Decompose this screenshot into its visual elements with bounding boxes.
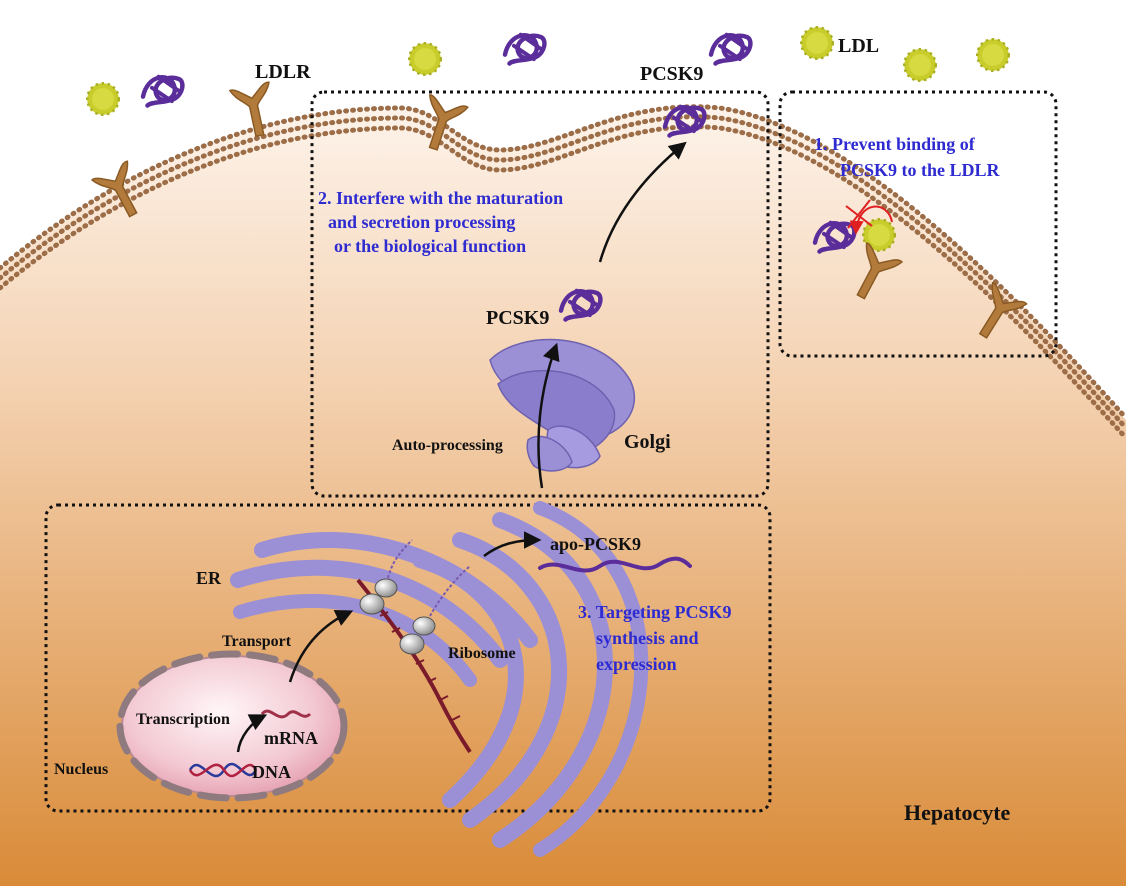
transcription-arrow [236, 714, 268, 753]
label-dna: DNA [252, 762, 291, 782]
ribosome [374, 578, 398, 598]
strategy-1-line: 1. Prevent binding of [814, 134, 976, 154]
strategy-3-line: expression [596, 654, 677, 674]
strategy-3-box [44, 503, 772, 813]
label-nucleus: Nucleus [54, 761, 108, 778]
strategy-3-text: 3. Targeting PCSK9 synthesis and express… [578, 602, 732, 674]
label-mrna: mRNA [264, 728, 318, 748]
ribosome [412, 616, 436, 636]
mrna-strand [260, 709, 312, 719]
dna-helix [188, 762, 258, 778]
translation-complex [356, 539, 472, 754]
strategy-3-line: 3. Targeting PCSK9 [578, 602, 732, 622]
secretion-arrow [598, 141, 687, 263]
apo-pcsk9-chain [538, 556, 692, 573]
ldl-particle [800, 26, 834, 60]
nucleus [116, 650, 348, 802]
ldl-particle [408, 42, 442, 76]
strategy-2-line: or the biological function [334, 236, 526, 256]
transport-arrow [288, 609, 354, 683]
label-transport: Transport [222, 633, 292, 650]
strategy-2-line: and secretion processing [328, 212, 515, 232]
strategy-2-line: 2. Interfere with the maturation [318, 188, 563, 208]
ribosome [359, 593, 385, 615]
strategy-2-box [310, 90, 770, 498]
label-apo-pcsk9: apo-PCSK9 [550, 534, 641, 554]
label-er: ER [196, 568, 222, 588]
endoplasmic-reticulum [230, 501, 649, 857]
strategy-1-text: 1. Prevent binding of PCSK9 to the LDLR [814, 134, 1001, 180]
label-ribosome: Ribosome [448, 645, 516, 662]
strategy-1-box [778, 90, 1058, 358]
golgi-apparatus [489, 338, 636, 472]
label-transcription: Transcription [136, 711, 230, 728]
label-pcsk9-golgi: PCSK9 [486, 307, 549, 329]
ldl-particle [903, 48, 937, 82]
ribosome [399, 633, 425, 655]
strategy-2-text: 2. Interfere with the maturation and sec… [318, 188, 563, 256]
auto-processing-arrow [537, 342, 560, 489]
label-ldlr: LDLR [255, 61, 311, 83]
apo-pcsk9-arrow [483, 531, 542, 558]
strategy-3-line: synthesis and [596, 628, 699, 648]
label-hepatocyte: Hepatocyte [904, 800, 1011, 825]
label-golgi: Golgi [624, 431, 671, 453]
label-ldl: LDL [838, 35, 879, 57]
strategy-1-line: PCSK9 to the LDLR [840, 160, 1001, 180]
plasma-membrane [0, 104, 1126, 441]
ldl-particle [976, 38, 1010, 72]
label-auto-processing: Auto-processing [392, 437, 503, 454]
ldl-particle [86, 82, 120, 116]
binding-inhibition-arrow [845, 199, 893, 235]
label-pcsk9-top: PCSK9 [640, 63, 703, 85]
